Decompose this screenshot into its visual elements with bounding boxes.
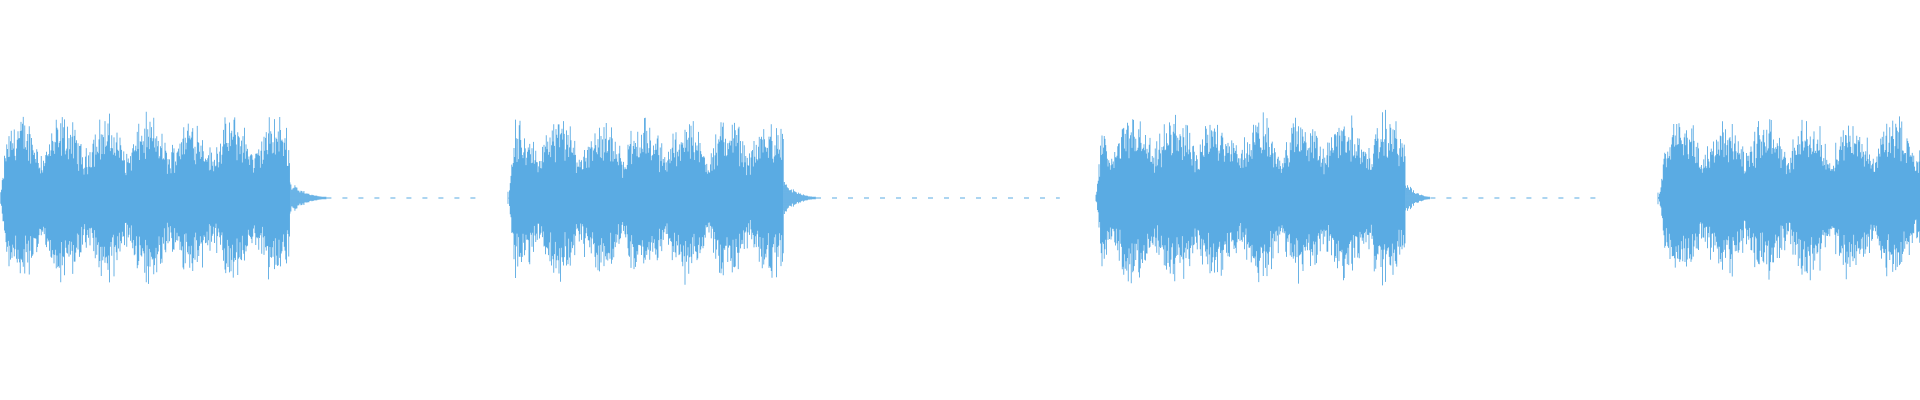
- waveform-audio-segments: [0, 109, 1920, 286]
